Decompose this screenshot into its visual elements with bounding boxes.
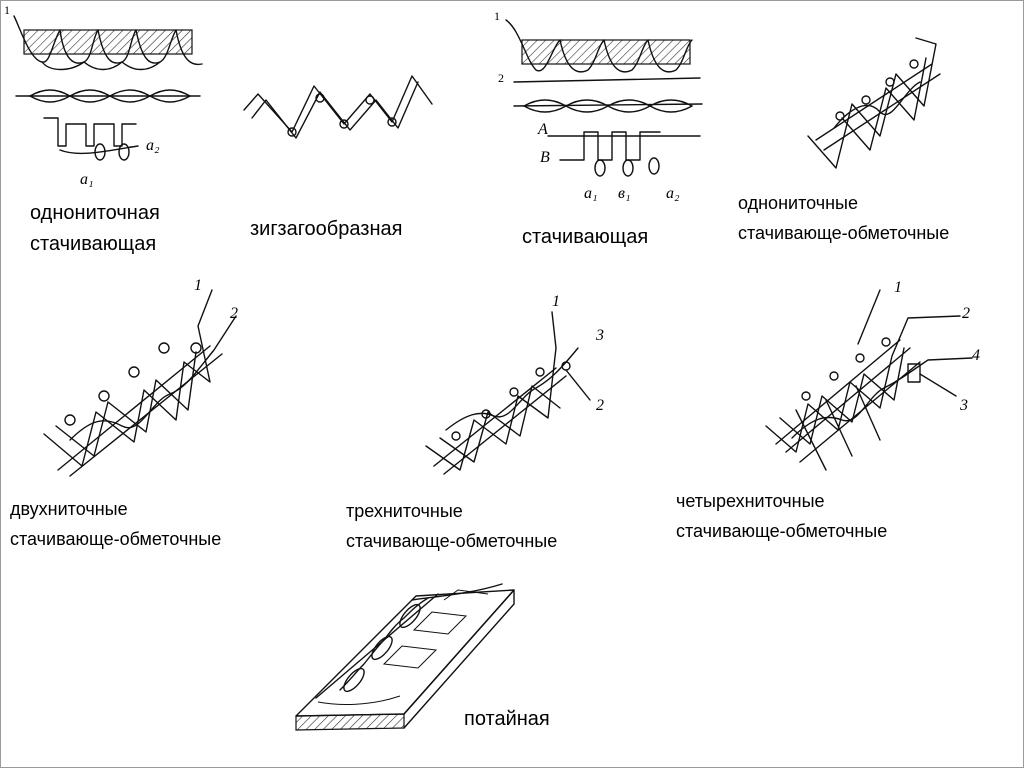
caption-single-overlock: однониточные стачивающе-обметочные (738, 188, 949, 248)
caption-line: зигзагообразная (250, 218, 403, 240)
corner-number-left: 1 (4, 3, 10, 17)
three-thread-label-2: 2 (596, 397, 604, 414)
four-thread-label-4: 4 (972, 347, 980, 364)
caption-line: потайная (464, 708, 550, 730)
caption-line: стачивающе-обметочные (738, 223, 950, 243)
caption-seaming: стачивающая (522, 222, 648, 253)
single-overlock-diagram (807, 37, 941, 169)
caption-blind: потайная (464, 704, 550, 735)
three-thread-label-3: 3 (595, 327, 604, 344)
seaming-label-1: 1 (494, 9, 500, 23)
caption-line: четырехниточные (676, 491, 825, 511)
caption-line: стачивающая (522, 226, 649, 248)
label-a2-right: a₂ (666, 185, 680, 202)
three-thread-overlock-diagram (425, 311, 591, 475)
caption-line: стачивающе-обметочные (10, 529, 222, 549)
caption-zigzag: зигзагообразная (250, 214, 402, 245)
label-a1-left: a₁ (80, 171, 94, 188)
label-a1-right: a₁ (584, 185, 598, 202)
seaming-stitch-diagram (505, 19, 703, 177)
zigzag-stitch-diagram (243, 75, 433, 139)
caption-line: стачивающе-обметочные (676, 521, 888, 541)
caption-line: однониточная (30, 202, 160, 224)
caption-four-thread: четырехниточные стачивающе-обметочные (676, 486, 887, 546)
caption-line: стачивающая (30, 233, 157, 255)
two-thread-overlock-diagram (43, 289, 237, 477)
caption-three-thread: трехниточные стачивающе-обметочные (346, 496, 557, 556)
four-thread-label-3: 3 (959, 397, 968, 414)
label-b1: в₁ (618, 185, 631, 202)
blind-stitch-diagram (295, 583, 515, 731)
two-thread-label-2: 2 (230, 305, 238, 322)
four-thread-overlock-diagram (765, 289, 973, 471)
caption-two-thread: двухниточные стачивающе-обметочные (10, 494, 221, 554)
caption-line: однониточные (738, 193, 858, 213)
single-thread-stitch-diagram (13, 15, 203, 161)
label-B: B (540, 149, 550, 166)
label-a2-left: a₂ (146, 137, 160, 154)
caption-line: трехниточные (346, 501, 463, 521)
caption-line: двухниточные (10, 499, 128, 519)
three-thread-label-1: 1 (552, 293, 560, 310)
four-thread-label-1: 1 (894, 279, 902, 296)
two-thread-label-1: 1 (194, 277, 202, 294)
seaming-label-2: 2 (498, 71, 504, 85)
caption-line: стачивающе-обметочные (346, 531, 558, 551)
label-A: A (537, 121, 548, 138)
caption-single-thread: однониточная стачивающая (30, 198, 160, 260)
four-thread-label-2: 2 (962, 305, 970, 322)
